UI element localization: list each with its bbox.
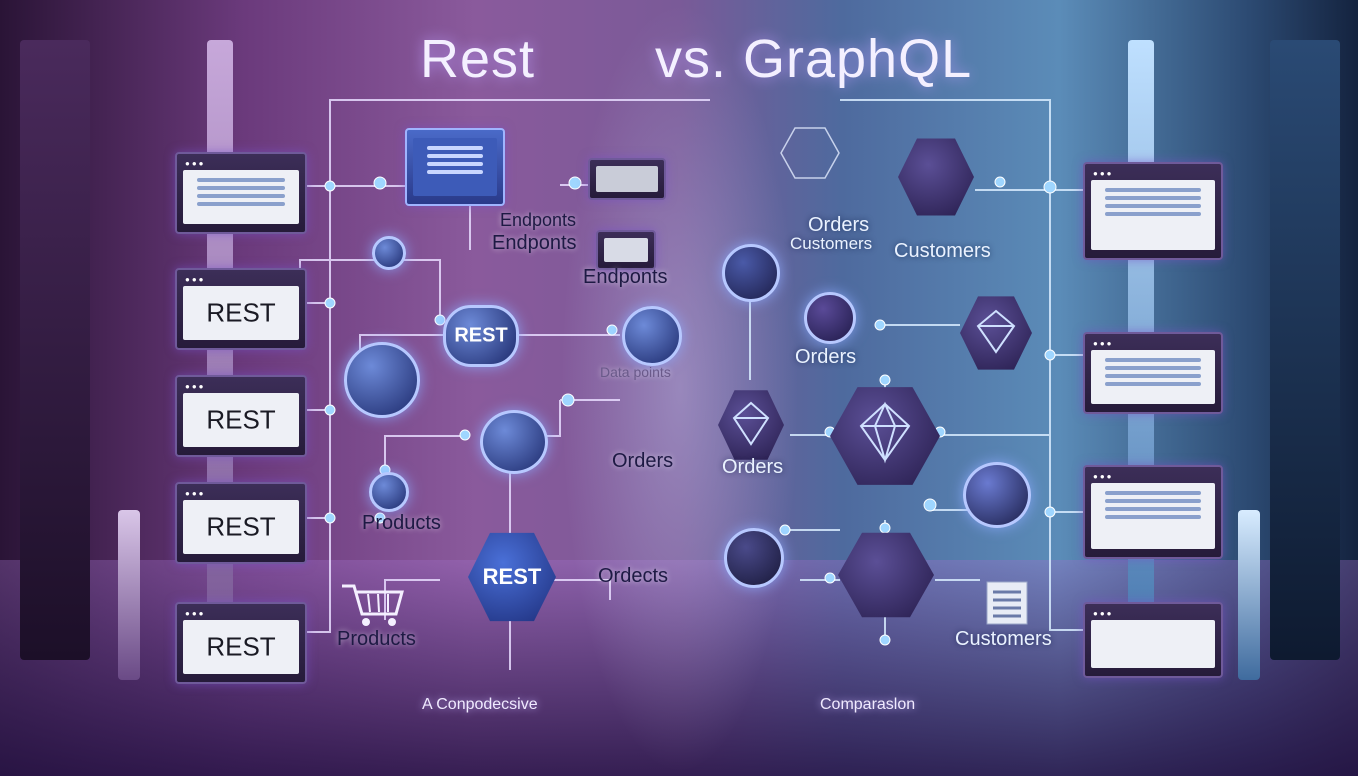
panel-screen	[413, 138, 497, 196]
small-node-b	[369, 472, 409, 512]
label-orders: Orders	[612, 450, 674, 472]
label-products-a: Products	[362, 512, 441, 534]
graphql-node-orders	[804, 292, 856, 344]
label-endpoints-a: Endponts	[500, 210, 577, 230]
right-pillar	[1270, 40, 1340, 660]
monitor-screen	[1091, 483, 1215, 549]
label-customers-a: Customers	[790, 234, 873, 253]
list-node	[480, 410, 548, 474]
graphql-node-round	[963, 462, 1031, 528]
graphql-monitor-4: ●●●	[1083, 602, 1223, 678]
window-dots-icon: ●●●	[185, 382, 206, 391]
graphql-node-heart	[724, 528, 784, 588]
rest-node-bottom: REST	[468, 532, 556, 622]
label-orders-mid: Orders	[795, 346, 857, 368]
window-dots-icon: ●●●	[1093, 339, 1114, 348]
label-datapoints: Data points	[600, 364, 671, 380]
rest-node-label: REST	[454, 324, 508, 347]
monitor-screen: REST	[183, 393, 299, 447]
caption-right: Comparaslon	[820, 696, 916, 713]
diamond-icon	[976, 309, 1016, 354]
rest-monitor-5: ●●● REST	[175, 602, 307, 684]
small-node-a	[372, 236, 406, 270]
diamond-icon	[859, 401, 911, 464]
rest-monitor-3: ●●● REST	[175, 375, 307, 457]
window-dots-icon: ●●●	[185, 609, 206, 618]
monitor-screen	[1091, 620, 1215, 668]
window-dots-icon: ●●●	[185, 489, 206, 498]
document-node	[344, 342, 420, 418]
label-customers-b: Customers	[894, 240, 991, 262]
monitor-label: REST	[206, 631, 276, 662]
window-dots-icon: ●●●	[1093, 169, 1114, 178]
card-screen	[596, 166, 658, 192]
monitor-screen: REST	[183, 500, 299, 554]
label-endpoints-c: Endponts	[583, 266, 668, 288]
monitor-screen	[183, 170, 299, 224]
caption-left: A Conpodecsive	[422, 696, 538, 713]
monitor-label: REST	[206, 511, 276, 542]
left-pillar	[20, 40, 90, 660]
label-customers-bottom: Customers	[955, 628, 1052, 650]
label-orders-top: Orders	[808, 214, 870, 236]
endpoint-card-small	[588, 158, 666, 200]
monitor-screen: REST	[183, 620, 299, 674]
rest-node-top: REST	[443, 305, 519, 367]
globe-node	[622, 306, 682, 366]
right-short-pillar	[1238, 510, 1260, 680]
label-endpoints-b: Endponts	[492, 232, 577, 254]
monitor-label: REST	[206, 297, 276, 328]
shopping-cart-icon	[342, 584, 404, 626]
monitor-screen	[1091, 180, 1215, 250]
left-short-pillar	[118, 510, 140, 680]
graphql-node-small-top	[722, 244, 780, 302]
monitor-label: REST	[206, 404, 276, 435]
title-rest: Rest	[420, 29, 536, 89]
endpoint-panel	[405, 128, 505, 206]
window-dots-icon: ●●●	[1093, 609, 1114, 618]
rest-monitor-4: ●●● REST	[175, 482, 307, 564]
card-screen	[604, 238, 648, 262]
center-glow	[560, 0, 800, 776]
monitor-screen	[1091, 350, 1215, 404]
window-dots-icon: ●●●	[1093, 472, 1114, 481]
graphql-monitor-1: ●●●	[1083, 162, 1223, 260]
window-dots-icon: ●●●	[185, 275, 206, 284]
document-icon	[986, 581, 1028, 625]
window-dots-icon: ●●●	[185, 159, 206, 168]
rest-monitor-1: ●●●	[175, 152, 307, 234]
rest-node-label: REST	[482, 564, 542, 589]
monitor-screen: REST	[183, 286, 299, 340]
hexagon-outline-icon	[780, 127, 840, 179]
graphql-monitor-2: ●●●	[1083, 332, 1223, 414]
endpoint-card-tiny	[596, 230, 656, 270]
diamond-icon	[732, 401, 770, 446]
label-products-b: Products	[337, 628, 416, 650]
graphql-shield-node	[898, 138, 974, 216]
title-graphql: vs. GraphQL	[655, 29, 973, 89]
graphql-monitor-3: ●●●	[1083, 465, 1223, 559]
label-orders-left: Orders	[722, 456, 784, 478]
rest-monitor-2: ●●● REST	[175, 268, 307, 350]
label-ordects: Ordects	[598, 565, 669, 587]
